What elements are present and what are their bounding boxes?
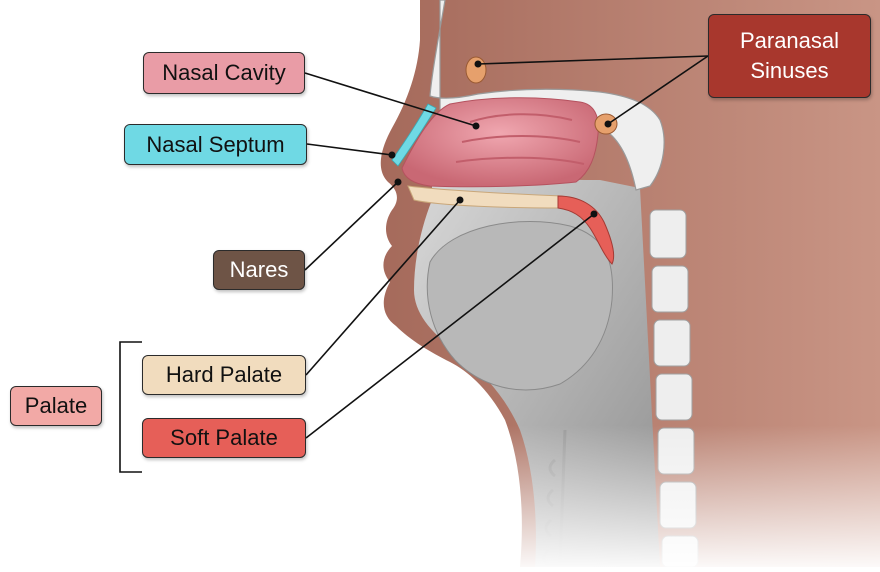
- label-nasal-septum: Nasal Septum: [124, 124, 307, 165]
- label-paranasal-line2: Sinuses: [750, 56, 828, 86]
- leader-nasal-septum: [307, 144, 392, 155]
- label-soft-palate: Soft Palate: [142, 418, 306, 458]
- label-paranasal-line1: Paranasal: [740, 26, 839, 56]
- label-hard-palate: Hard Palate: [142, 355, 306, 395]
- label-palate: Palate: [10, 386, 102, 426]
- label-paranasal-sinuses: Paranasal Sinuses: [708, 14, 871, 98]
- palate-bracket: [120, 342, 142, 472]
- label-nasal-cavity: Nasal Cavity: [143, 52, 305, 94]
- label-nares: Nares: [213, 250, 305, 290]
